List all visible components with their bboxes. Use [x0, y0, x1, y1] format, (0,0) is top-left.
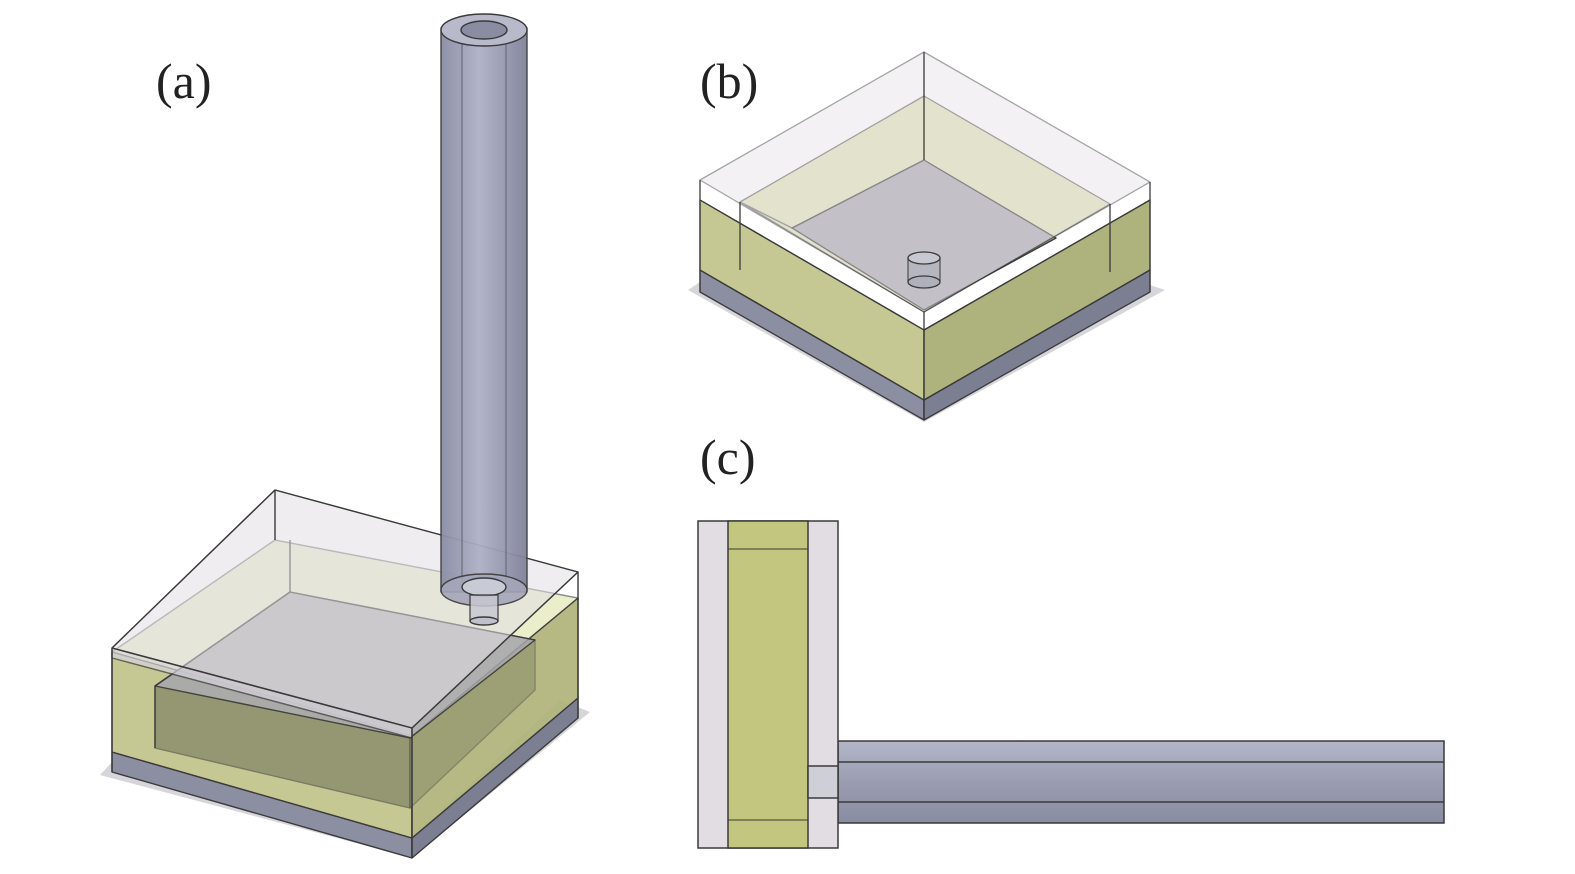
- panel-a-casing-rim: [111, 489, 579, 729]
- panel-label-a: (a): [156, 53, 212, 109]
- panel-a-isometric-assembly: [100, 13, 590, 859]
- panel-b-port-top: [907, 251, 941, 265]
- panel-b-isometric-box: [688, 51, 1165, 422]
- panel-b-edge: [699, 199, 1151, 331]
- panel-a-tube: [440, 27, 528, 593]
- panel-c-side-view: [697, 520, 1445, 849]
- panel-c-tube: [837, 740, 1445, 824]
- panel-b-edge: [699, 269, 1151, 401]
- panel-a-tube-bore: [460, 20, 508, 40]
- panel-b-port-bottom: [907, 275, 941, 289]
- panel-c-insulation: [727, 520, 809, 849]
- panel-a-tube-bottom-bore: [461, 577, 507, 597]
- panel-label-c: (c): [700, 429, 756, 485]
- panel-b-insulation-top-ring: [739, 95, 1111, 313]
- panel-label-b: (b): [700, 53, 759, 109]
- panel-c-port: [807, 765, 839, 799]
- panel-a-cavity-wall-right: [409, 639, 536, 809]
- panel-a-port-end: [469, 616, 499, 626]
